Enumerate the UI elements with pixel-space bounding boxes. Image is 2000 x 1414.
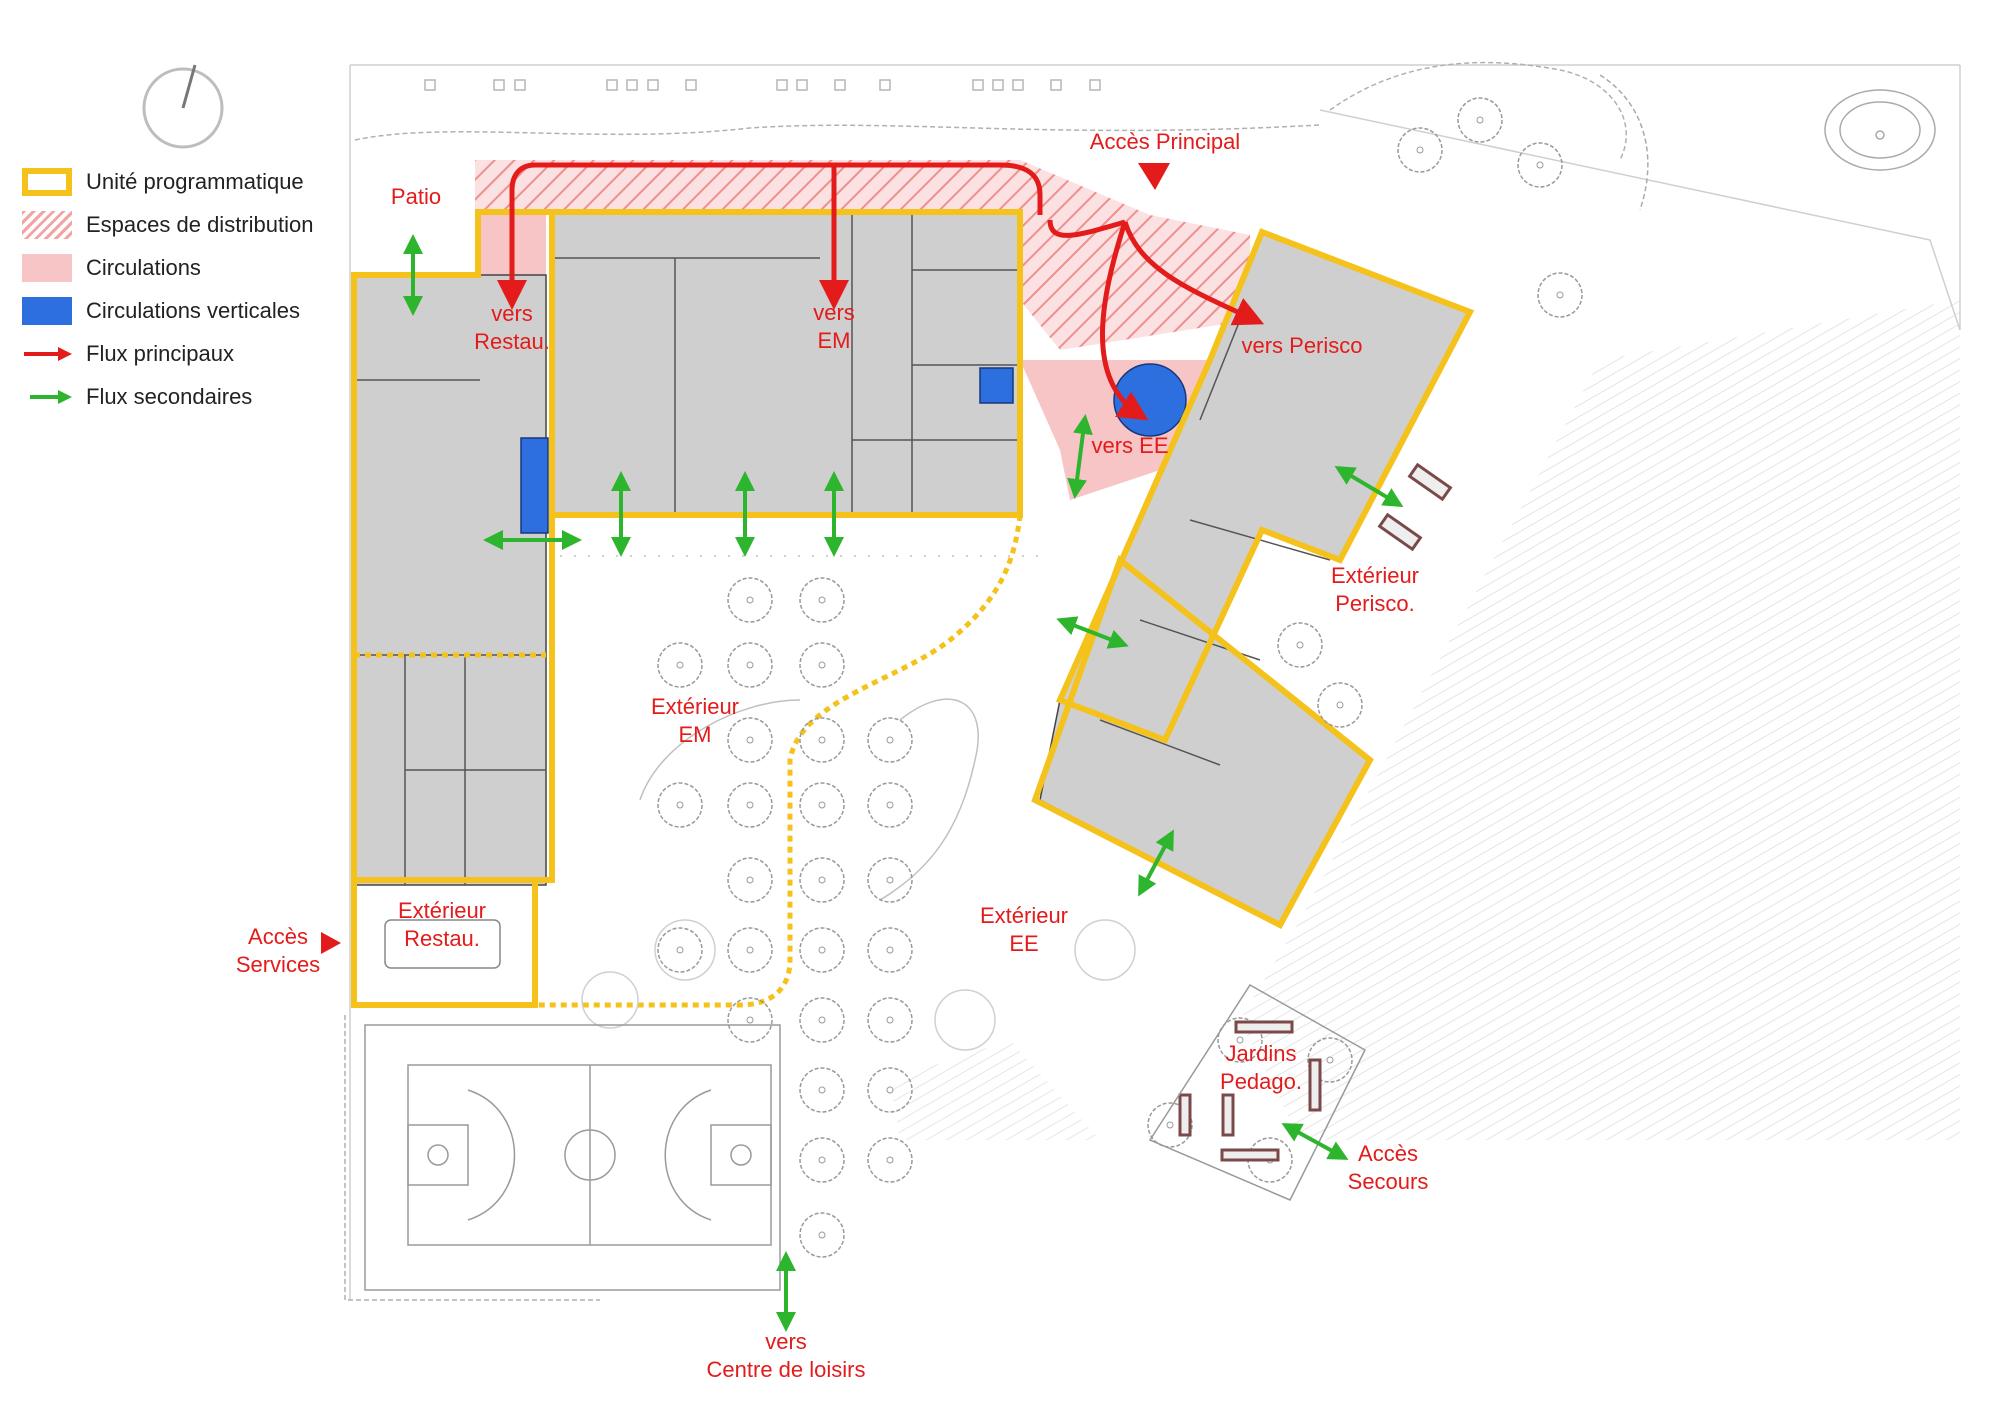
garden-benches [1178, 462, 1453, 1162]
label-vers-perisco: vers Perisco [1241, 333, 1363, 358]
top-right-features [1599, 74, 1936, 211]
lawn-circles [581, 919, 1136, 1051]
label-line: Secours [1347, 1169, 1429, 1194]
label-line: EM [817, 328, 851, 353]
label-vers-centre-de-loisirs: vers Centre de loisirs [707, 1328, 866, 1384]
label-vers-ee: vers EE [1091, 433, 1169, 458]
sports-court [364, 1024, 781, 1291]
red-arrow-icon [22, 340, 72, 368]
legend-item-flux-secondaires: Flux secondaires [22, 375, 362, 418]
label-line: Services [235, 952, 321, 977]
label-line: Extérieur [979, 903, 1069, 928]
label-line: Extérieur [1330, 563, 1420, 588]
legend-label: Flux secondaires [86, 383, 253, 409]
building-footprints [353, 211, 1472, 927]
legend-item-circulations-verticales: Circulations verticales [22, 289, 362, 332]
label-jardins-pedago: Jardins Pedago. [1220, 1040, 1302, 1096]
legend-item-flux-principaux: Flux principaux [22, 332, 362, 375]
red-hatch-swatch-icon [22, 210, 72, 239]
label-line: Accès [1358, 1141, 1418, 1166]
green-double-arrow-icon [22, 383, 72, 411]
legend-label: Circulations [86, 254, 201, 280]
flow-to-restau [497, 162, 1043, 310]
parking-markings [424, 79, 1101, 91]
label-line: Centre de loisirs [706, 1357, 866, 1382]
legend-label: Espaces de distribution [86, 211, 314, 237]
site-outline [349, 64, 1961, 1300]
label-line: Extérieur [397, 898, 487, 923]
legend-item-distribution: Espaces de distribution [22, 203, 362, 246]
label-exterieur-ee: Extérieur EE [980, 902, 1068, 958]
north-compass-icon [142, 64, 224, 149]
top-dashed-shrubs [354, 61, 1627, 161]
legend-item-unite: Unité programmatique [22, 160, 362, 203]
yellow-outline-swatch-icon [22, 167, 72, 196]
label-line: Restau. [474, 329, 550, 354]
slope-hatching [890, 300, 1960, 1140]
label-exterieur-restau: Extérieur Restau. [398, 897, 486, 953]
legend: Unité programmatique Espaces de distribu… [22, 160, 362, 418]
label-line: Jardins [1225, 1041, 1297, 1066]
label-line: Extérieur [650, 694, 740, 719]
label-acces-principal: Accès Principal [1089, 129, 1241, 154]
pink-fill-swatch-icon [22, 253, 72, 282]
label-vers-restau: vers Restau. [474, 300, 550, 356]
label-line: EM [678, 722, 712, 747]
courtyard-lines [560, 555, 1040, 901]
unit-dashed-boundaries [354, 514, 1023, 1008]
label-line: vers [491, 301, 533, 326]
acces-principal-marker-icon [1138, 163, 1170, 190]
label-patio: Patio [390, 184, 442, 209]
flow-from-acces [1047, 219, 1126, 238]
label-line: Perisco. [1335, 591, 1415, 616]
label-line: vers [765, 1329, 807, 1354]
label-exterieur-em: Extérieur EM [651, 693, 739, 749]
flow-to-ee [1100, 221, 1149, 421]
legend-label: Unité programmatique [86, 168, 304, 194]
label-vers-em: vers EM [813, 299, 855, 355]
label-line: Restau. [404, 926, 480, 951]
label-line: vers [813, 300, 855, 325]
court-shrub-edge [344, 1015, 600, 1301]
flow-to-perisco [1122, 221, 1265, 326]
legend-label: Flux principaux [86, 340, 234, 366]
label-line: Accès [248, 924, 308, 949]
distribution-space [475, 160, 1250, 350]
secondary-flows [403, 234, 1404, 1332]
label-exterieur-perisco: Extérieur Perisco. [1331, 562, 1419, 618]
jardins-outline [1148, 983, 1366, 1201]
legend-label: Circulations verticales [86, 297, 300, 323]
blue-fill-swatch-icon [22, 296, 72, 325]
label-line: EE [1009, 931, 1039, 956]
room-partitions [354, 212, 1331, 885]
label-acces-services: Accès Services [236, 923, 320, 979]
label-acces-secours: Accès Secours [1348, 1140, 1429, 1196]
service-vehicle [384, 919, 501, 969]
main-flows [497, 162, 1265, 421]
acces-services-marker-icon [321, 932, 341, 954]
label-line: Pedago. [1220, 1069, 1302, 1094]
legend-item-circulations: Circulations [22, 246, 362, 289]
